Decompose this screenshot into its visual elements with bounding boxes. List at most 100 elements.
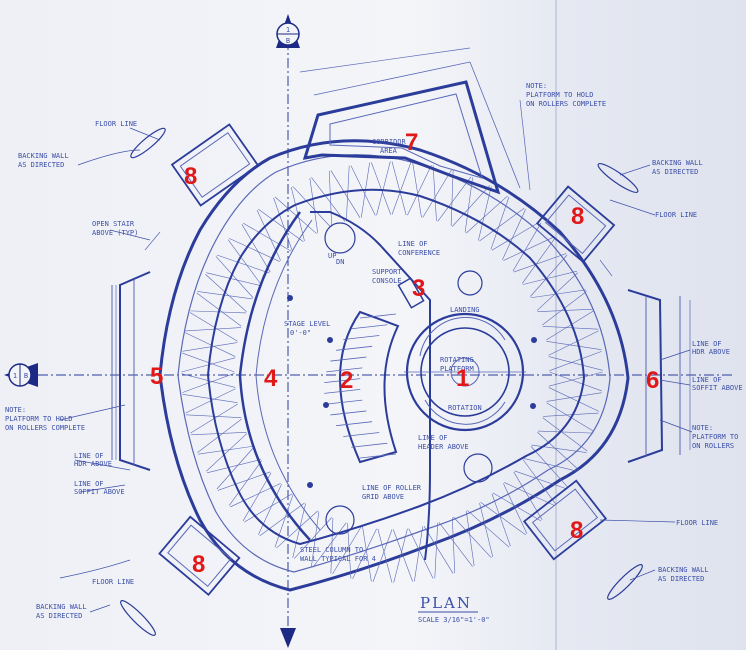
note-rotating-platform-2: PLATFORM — [440, 365, 474, 373]
plan-title: PLAN — [420, 594, 472, 612]
note-line-soffit-left-2: SOFFIT ABOVE — [74, 488, 125, 496]
section-marker-left-letter: B — [24, 372, 28, 380]
ref-number-2: 2 — [340, 367, 353, 394]
note-floor-line-tr: FLOOR LINE — [655, 211, 697, 219]
backing-wall-box-bl — [158, 515, 241, 596]
section-marker-left: 1 B — [4, 363, 38, 387]
oval-bl — [120, 600, 156, 636]
oval-backing-walls — [120, 127, 643, 636]
ref-number-6: 6 — [646, 367, 659, 394]
backing-wall-box-tl — [170, 123, 260, 207]
outer-stage-wall — [158, 139, 630, 592]
ref-number-1: 1 — [456, 365, 469, 392]
note-line-roller: LINE OF ROLLER — [362, 484, 422, 492]
circle-right-bottom — [463, 453, 493, 483]
bottom-arrow-marker — [280, 628, 296, 648]
support-console — [397, 277, 425, 309]
note-floor-line-bl: FLOOR LINE — [92, 578, 134, 586]
note-line-hdr-left-2: HDR ABOVE — [74, 460, 112, 468]
note-line-hdr-left: LINE OF — [74, 452, 104, 460]
notes: FLOOR LINE BACKING WALL AS DIRECTED OPEN… — [5, 82, 743, 620]
note-open-stair-2: ABOVE (TYP) — [92, 229, 138, 237]
note-dn: DN — [336, 258, 344, 266]
note-right-2: PLATFORM TO — [692, 433, 738, 441]
backing-wall-box-br — [522, 479, 608, 561]
note-backing-wall-br: BACKING WALL — [658, 566, 709, 574]
ref-number-8-tr: 8 — [571, 203, 584, 230]
note-line-soffit-right: LINE OF — [692, 376, 722, 384]
circle-landing — [457, 270, 483, 296]
note-top-1: NOTE: — [526, 82, 547, 90]
note-backing-wall-tl-2: AS DIRECTED — [18, 161, 64, 169]
left-platform — [111, 271, 151, 471]
section-marker-top: 1 B — [276, 14, 300, 48]
note-backing-wall-bl-2: AS DIRECTED — [36, 612, 82, 620]
note-landing: LANDING — [450, 306, 480, 314]
note-line-conference: LINE OF — [398, 240, 428, 248]
oval-tr — [597, 163, 639, 193]
note-stage-level: STAGE LEVEL — [284, 320, 330, 328]
rotating-platform — [404, 312, 526, 432]
circle-bottom — [325, 505, 355, 535]
note-backing-wall-tr-2: AS DIRECTED — [652, 168, 698, 176]
ref-number-4: 4 — [264, 365, 278, 392]
note-floor-line-br: FLOOR LINE — [676, 519, 718, 527]
note-support-console: SUPPORT — [372, 268, 402, 276]
note-backing-wall-tr: BACKING WALL — [652, 159, 703, 167]
dimension-lines — [115, 47, 691, 460]
backing-wall-box-tr — [535, 185, 616, 264]
note-steel-columns: STEEL COLUMN TO — [300, 546, 363, 554]
ref-number-3: 3 — [412, 275, 425, 302]
note-left-3: ON ROLLERS COMPLETE — [5, 424, 85, 432]
corridor-box — [302, 61, 521, 195]
column-circles — [324, 222, 493, 535]
note-line-soffit-left: LINE OF — [74, 480, 104, 488]
note-support-console-2: CONSOLE — [372, 277, 402, 285]
oval-br — [607, 564, 643, 600]
note-left-2: PLATFORM TO HOLD — [5, 415, 72, 423]
inner-stage-curve — [238, 211, 311, 541]
note-floor-line-tl: FLOOR LINE — [95, 120, 137, 128]
section-marker-left-number: 1 — [13, 372, 17, 380]
note-line-soffit-right-2: SOFFIT ABOVE — [692, 384, 743, 392]
note-rotation: ROTATION — [448, 404, 482, 412]
ref-number-8-bl: 8 — [192, 551, 205, 578]
note-corridor-area-2: AREA — [380, 147, 398, 155]
right-platform — [627, 289, 681, 463]
ref-number-5: 5 — [150, 363, 163, 390]
note-backing-wall-br-2: AS DIRECTED — [658, 575, 704, 583]
section-marker-top-letter: B — [286, 37, 290, 45]
note-backing-wall-tl: BACKING WALL — [18, 152, 69, 160]
note-line-header-above: LINE OF — [418, 434, 448, 442]
corridor-divider — [310, 211, 431, 561]
note-up: UP — [328, 252, 336, 260]
oval-tl — [130, 127, 166, 159]
note-rotating-platform: ROTATING — [440, 356, 474, 364]
stair-fan — [324, 310, 400, 464]
centerlines — [20, 40, 735, 640]
ref-number-7: 7 — [405, 129, 418, 156]
note-left-1: NOTE: — [5, 406, 26, 414]
note-steel-columns-2: WALL TYPICAL FOR 4 — [300, 555, 376, 563]
fixture-markers — [287, 295, 537, 488]
circle-top — [324, 222, 356, 254]
note-corridor-area: CORRIDOR — [372, 138, 407, 146]
leader-lines — [59, 127, 693, 613]
note-top-3: ON ROLLERS COMPLETE — [526, 100, 606, 108]
ref-number-8-br: 8 — [570, 517, 583, 544]
plan-scale: SCALE 3/16"=1'-0" — [418, 616, 490, 624]
note-line-conference-2: CONFERENCE — [398, 249, 440, 257]
note-line-roller-2: GRID ABOVE — [362, 493, 404, 501]
reference-numbers: 1 2 3 4 5 6 7 8 8 8 8 — [150, 129, 659, 578]
section-marker-top-number: 1 — [286, 26, 290, 34]
ref-number-8-tl: 8 — [184, 163, 197, 190]
title-block: PLAN SCALE 3/16"=1'-0" — [418, 594, 490, 624]
note-right-1: NOTE: — [692, 424, 713, 432]
note-top-2: PLATFORM TO HOLD — [526, 91, 593, 99]
note-line-hdr-right-2: HDR ABOVE — [692, 348, 730, 356]
note-open-stair: OPEN STAIR — [92, 220, 135, 228]
note-backing-wall-bl: BACKING WALL — [36, 603, 87, 611]
note-right-3: ON ROLLERS — [692, 442, 734, 450]
